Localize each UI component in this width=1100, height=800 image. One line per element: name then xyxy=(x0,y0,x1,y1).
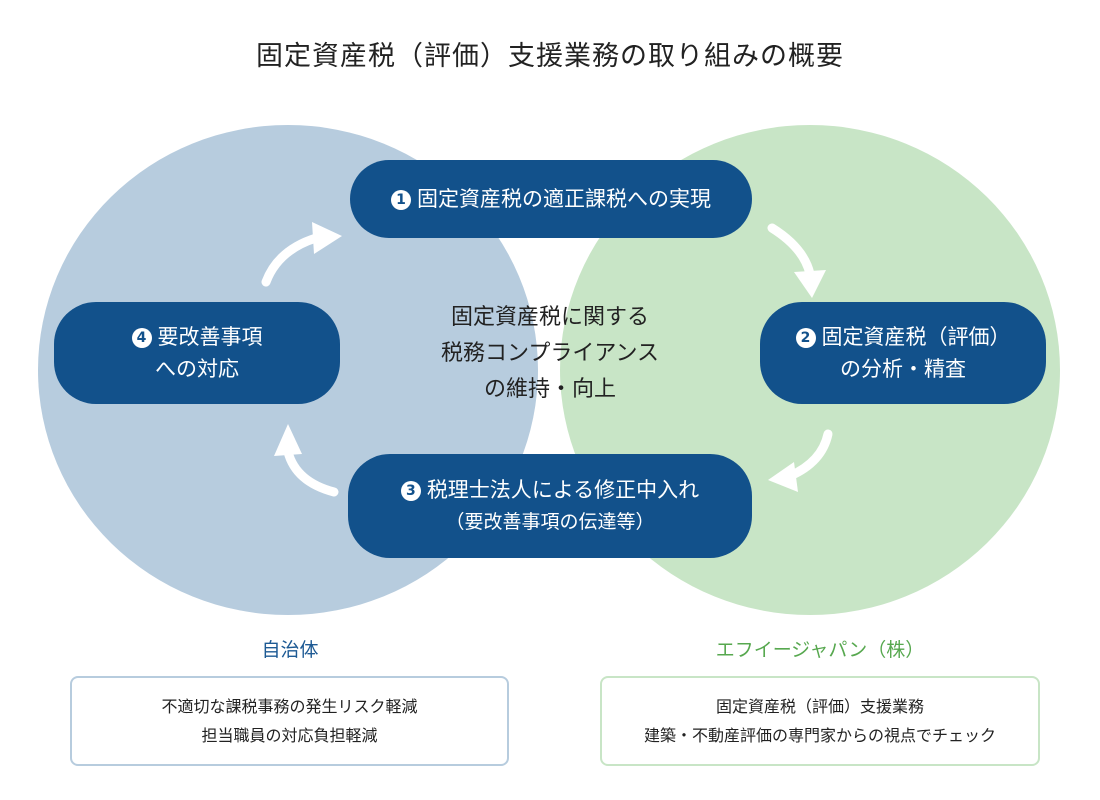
step-3-text-1: 税理士法人による修正中入れ xyxy=(426,478,700,502)
center-goal-text: 固定資産税に関する 税務コンプライアンス の維持・向上 xyxy=(380,300,720,408)
municipality-benefit-1: 不適切な課税事務の発生リスク軽減 xyxy=(161,697,418,716)
municipality-benefits-box: 不適切な課税事務の発生リスク軽減 担当職員の対応負担軽減 xyxy=(70,676,509,766)
step-1-number-badge: 1 xyxy=(391,190,411,210)
step-4-number-badge: 4 xyxy=(131,328,152,348)
step-3-text-2: （要改善事項の伝達等） xyxy=(445,511,655,533)
arrow-head-1-to-2 xyxy=(794,270,826,298)
company-label: エフイージャパン（株） xyxy=(715,639,925,661)
step-1-pill: 1 固定資産税の適正課税への実現 xyxy=(350,160,752,238)
step-4-text-2: への対応 xyxy=(155,357,239,381)
company-services-box: 固定資産税（評価）支援業務 建築・不動産評価の専門家からの視点でチェック xyxy=(600,676,1040,766)
company-service-1: 固定資産税（評価）支援業務 xyxy=(715,697,924,716)
arrow-head-3-to-4 xyxy=(274,424,302,456)
center-line-1: 固定資産税に関する xyxy=(450,305,649,330)
page-title: 固定資産税（評価）支援業務の取り組みの概要 xyxy=(256,41,844,72)
cycle-arrow-2-to-3 xyxy=(785,429,833,481)
center-line-2: 税務コンプライアンス xyxy=(440,341,660,366)
municipality-label: 自治体 xyxy=(261,639,319,661)
municipality-benefit-2: 担当職員の対応負担軽減 xyxy=(201,726,378,745)
step-1-text: 固定資産税の適正課税への実現 xyxy=(417,187,711,211)
step-2-number-badge: 2 xyxy=(795,328,816,348)
cycle-arrow-1-to-2 xyxy=(767,223,815,279)
step-1-line-1: 1 固定資産税の適正課税への実現 xyxy=(391,183,711,215)
step-4-text-1: 要改善事項 xyxy=(157,325,263,349)
arrow-head-2-to-3 xyxy=(768,462,798,492)
cycle-arrow-3-to-4 xyxy=(283,447,339,497)
company-service-2: 建築・不動産評価の専門家からの視点でチェック xyxy=(643,726,996,745)
arrow-head-4-to-1 xyxy=(312,222,342,254)
step-2-text-2: の分析・精査 xyxy=(840,357,966,381)
step-3-number-badge: 3 xyxy=(400,481,421,501)
cycle-arrow-4-to-1 xyxy=(261,233,321,287)
step-2-text-1: 固定資産税（評価） xyxy=(821,325,1011,349)
center-line-3: の維持・向上 xyxy=(483,377,616,402)
